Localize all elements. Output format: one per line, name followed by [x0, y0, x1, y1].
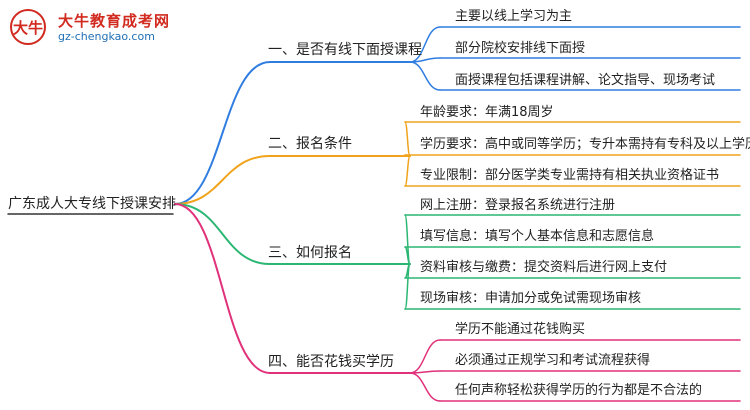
branch-1-leaf-3: 面授课程包括课程讲解、论文指导、现场考试 — [455, 73, 716, 88]
branch-2-leaf-3: 专业限制：部分医学类专业需持有相关执业资格证书 — [420, 168, 720, 183]
branch-3-leaf-1: 网上注册：登录报名系统进行注册 — [420, 198, 616, 213]
branch-3-leaf-3: 资料审核与缴费：提交资料后进行网上支付 — [420, 260, 668, 275]
branch-4-leaf-1-connector — [409, 339, 441, 374]
branch-4-connector — [174, 203, 271, 374]
branch-2-leaf-2: 学历要求：高中或同等学历；专升本需持有专科及以上学历 — [420, 137, 750, 152]
branch-2-leaf-1-connector — [404, 121, 411, 157]
branch-3-leaf-4-connector — [404, 263, 411, 310]
branch-3-connector — [174, 203, 271, 265]
branch-2-leaf-1: 年龄要求：年满18周岁 — [420, 105, 554, 120]
root-node: 广东成人大专线下授课安排 — [8, 196, 176, 212]
branch-1-connector — [174, 61, 271, 205]
branch-1-leaf-2: 部分院校安排线下面授 — [455, 41, 586, 56]
logo-site-name: 大牛教育成考网 — [58, 12, 171, 30]
branch-2-leaf-3-connector — [404, 155, 411, 187]
branch-4-leaf-1: 学历不能通过花钱购买 — [455, 322, 586, 337]
site-logo: 大牛 大牛教育成考网 gz-chengkao.com — [6, 8, 206, 48]
branch-4-leaf-2: 必须通过正规学习和考试流程获得 — [455, 353, 651, 368]
branch-3-leaf-2: 填写信息：填写个人基本信息和志愿信息 — [420, 229, 655, 244]
logo-url: gz-chengkao.com — [58, 30, 155, 43]
branch-2-connector — [174, 155, 271, 205]
branch-2-title: 二、报名条件 — [268, 136, 352, 152]
branch-4-leaf-3: 任何声称轻松获得学历的行为都是不合法的 — [455, 383, 703, 398]
logo-mark-icon: 大牛 — [10, 9, 46, 45]
branch-3-leaf-4: 现场审核：申请加分或免试需现场审核 — [420, 291, 642, 306]
branch-1-leaf-1: 主要以线上学习为主 — [455, 9, 573, 24]
branch-3-title: 三、如何报名 — [268, 245, 352, 261]
branch-4-leaf-3-connector — [409, 372, 441, 402]
logo-mark-text: 大牛 — [13, 19, 43, 37]
branch-1-leaf-1-connector — [409, 26, 441, 63]
branch-1-leaf-3-connector — [409, 61, 441, 91]
branch-4-title: 四、能否花钱买学历 — [268, 354, 394, 370]
branch-1-title: 一、是否有线下面授课程 — [268, 42, 422, 58]
